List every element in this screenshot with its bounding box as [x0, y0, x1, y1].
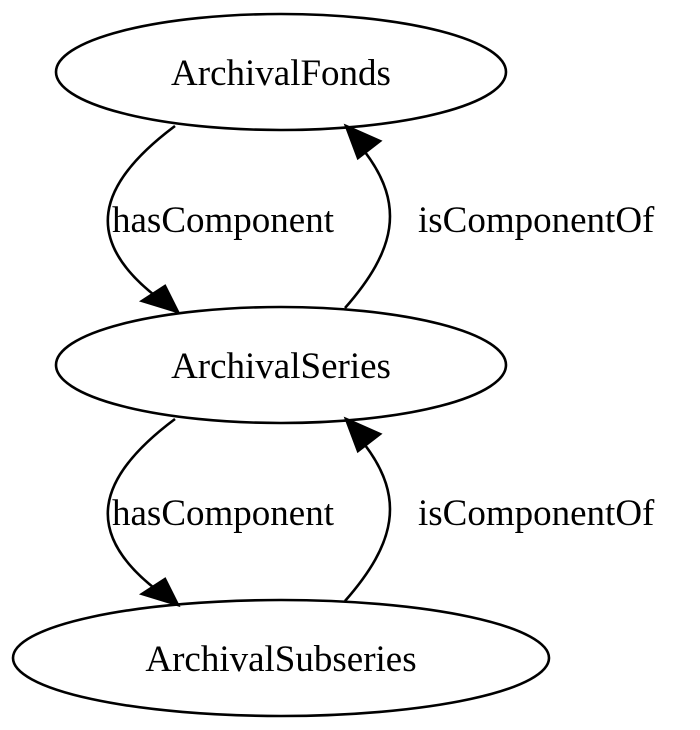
node-shape: [11, 598, 551, 718]
node-archival-series: ArchivalSeries: [54, 305, 508, 425]
edge-subseries-is-component-of-series: isComponentOf: [343, 416, 655, 602]
node-archival-fonds: ArchivalFonds: [54, 12, 508, 132]
arrowhead-icon: [138, 577, 181, 608]
node-shape: [54, 12, 508, 132]
edge-line: [344, 444, 392, 602]
node-label: ArchivalSeries: [171, 346, 391, 387]
edge-fonds-has-component-series: hasComponent: [106, 124, 335, 315]
edge-series-has-component-subseries: hasComponent: [106, 417, 335, 608]
node-label: ArchivalFonds: [171, 53, 391, 94]
edge-label: isComponentOf: [418, 493, 655, 534]
node-archival-subseries: ArchivalSubseries: [11, 598, 551, 718]
node-label: ArchivalSubseries: [145, 639, 416, 680]
edge-series-is-component-of-fonds: isComponentOf: [343, 123, 655, 309]
edge-label: isComponentOf: [418, 200, 655, 241]
edge-line: [106, 417, 176, 593]
edge-label: hasComponent: [112, 493, 335, 534]
edge-line: [106, 124, 176, 300]
arrowhead-icon: [343, 416, 383, 454]
edge-label: hasComponent: [112, 200, 335, 241]
arrowhead-icon: [343, 123, 383, 161]
node-shape: [54, 305, 508, 425]
edge-line: [344, 151, 392, 309]
arrowhead-icon: [138, 284, 181, 315]
